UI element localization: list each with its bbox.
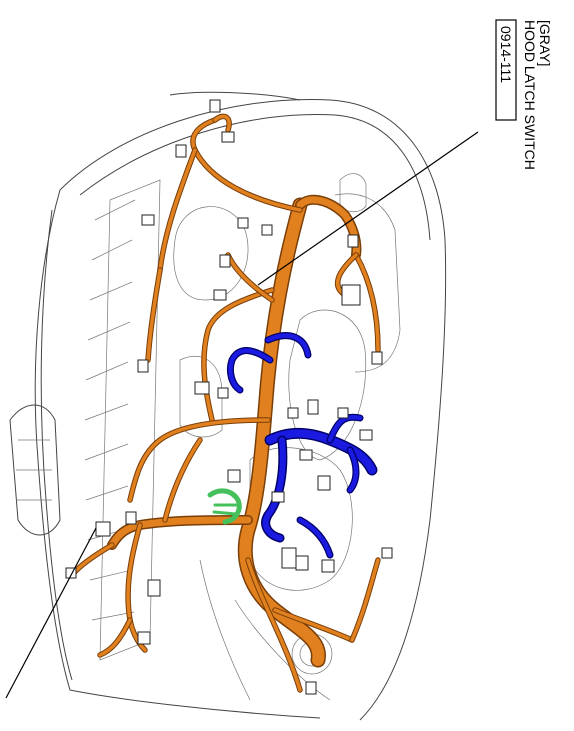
sub-harness <box>207 488 242 525</box>
engine-harness <box>226 332 378 559</box>
hood-latch-leader-line <box>257 131 479 286</box>
connectors <box>65 99 393 695</box>
callout-component-name: HOOD LATCH SWITCH <box>522 20 538 170</box>
callout-part-number-box <box>495 19 517 121</box>
callout-color-note: [GRAY] <box>537 20 553 66</box>
callout-part-number: 0914-111 <box>498 26 514 83</box>
hood-latch-switch-leader-line <box>5 527 97 699</box>
callout-label-group: [GRAY] HOOD LATCH SWITCH 0914-111 <box>495 19 553 170</box>
main-harness <box>69 113 381 693</box>
